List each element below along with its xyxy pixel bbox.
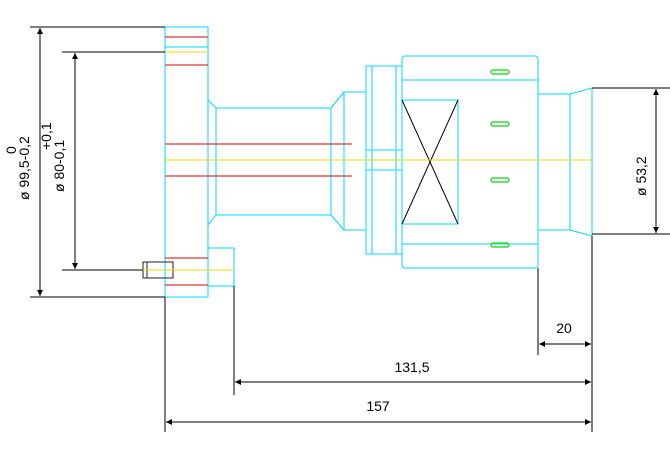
coupling-body <box>401 55 539 269</box>
shaft-diameter-label: ø 53,2 <box>633 156 649 196</box>
cross-line-2 <box>401 99 459 225</box>
part-outline <box>164 26 593 298</box>
key-marks <box>490 69 510 248</box>
coupling-window <box>401 99 459 225</box>
outer-diameter-tolerance: 0 <box>3 146 19 154</box>
overall-length-label: 157 <box>366 398 390 414</box>
centerlines <box>143 51 592 271</box>
collar <box>343 91 367 231</box>
output-shaft <box>537 93 571 231</box>
pilot-diameter-tolerance: +0,1 <box>38 122 54 150</box>
length-from-pin-label: 131,5 <box>394 359 429 375</box>
extension-lines <box>30 26 670 432</box>
shaft-length-label: 20 <box>556 320 572 336</box>
dimension-lines <box>37 28 659 425</box>
outer-diameter-label: ø 99,5-0,2 <box>16 136 32 200</box>
neck <box>215 107 332 216</box>
hidden-lines <box>142 36 352 286</box>
pin <box>207 247 235 287</box>
shaft-taper <box>569 87 593 237</box>
flange <box>164 26 209 298</box>
pilot-diameter-label: ø 80-0,1 <box>51 140 67 192</box>
